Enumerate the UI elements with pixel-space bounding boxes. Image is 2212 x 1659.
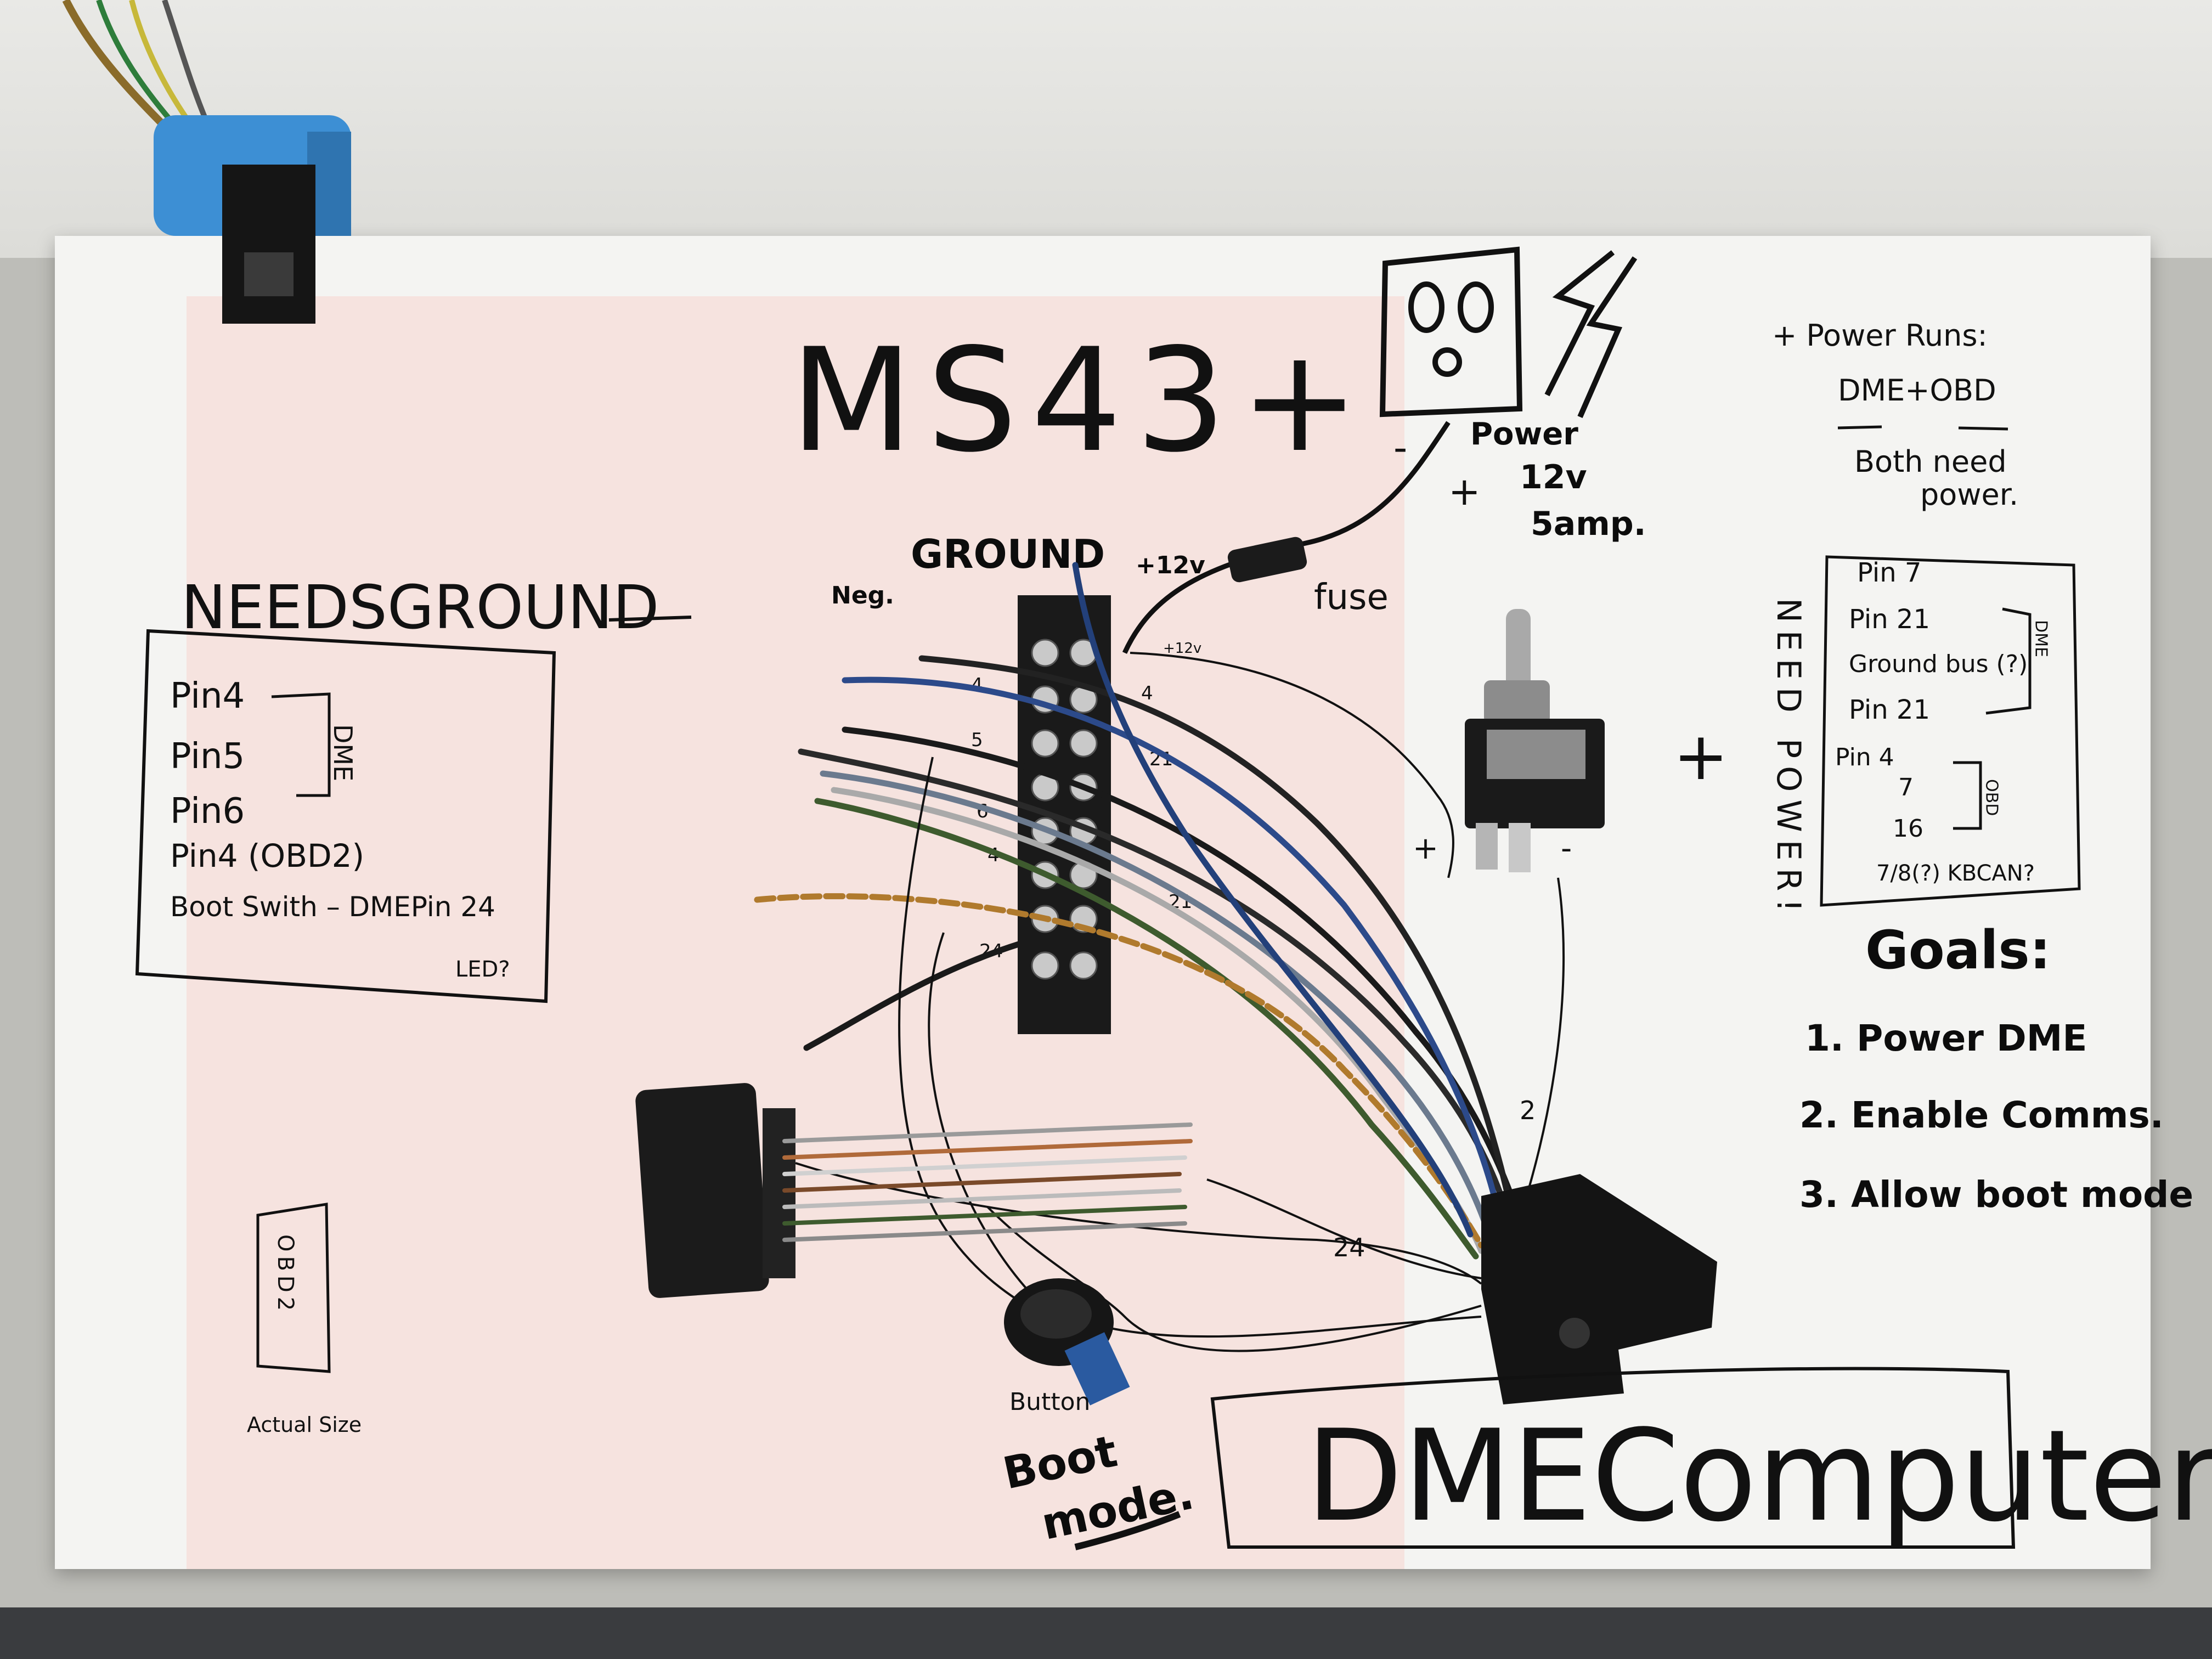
ground-item-3: Pin6 <box>170 791 245 832</box>
pink-paper-area <box>187 296 1404 1569</box>
toggle-switch <box>1465 609 1605 872</box>
wire-label-24: 24 <box>1333 1233 1365 1262</box>
boot-underline <box>1074 1511 1181 1550</box>
power-runs-underlines <box>1837 425 2008 431</box>
switch-plus: + <box>1413 831 1438 866</box>
thin-wires <box>795 652 1565 1352</box>
dme-computer-label: DMEComputer <box>1306 1403 2212 1550</box>
need-item-16: 16 <box>1893 815 1923 843</box>
need-power-vertical: NEED POWER! <box>1769 598 1808 919</box>
goal-2: 2. Enable Comms. <box>1799 1094 2164 1136</box>
need-dme-bracket <box>1985 607 2032 715</box>
blue-harness-connector <box>62 0 351 324</box>
switch-minus: - <box>1561 831 1572 866</box>
need-item-pin7: Pin 7 <box>1857 557 1921 588</box>
need-dme-label: DME <box>2032 620 2051 657</box>
need-item-ground-bus: Ground bus (?) <box>1849 650 2028 678</box>
obd-connector <box>635 1083 1193 1298</box>
goal-3: 3. Allow boot mode <box>1799 1173 2193 1216</box>
pin-right-4: 4 <box>1141 682 1153 704</box>
desk-surface <box>0 0 2212 258</box>
power-minus: - <box>1393 425 1407 470</box>
dme-computer-box <box>1210 1367 2016 1549</box>
ground-box <box>135 629 556 1003</box>
terminal-block <box>1018 595 1111 1034</box>
outlet-doodle <box>1379 246 1638 419</box>
floor-strip <box>0 1607 2212 1659</box>
ground-dme-bracket <box>271 692 331 797</box>
power-cord <box>1122 421 1451 654</box>
wire-label-2: 2 <box>1520 1096 1536 1125</box>
ground-item-4: Pin4 (OBD2) <box>170 837 364 874</box>
need-power-plus: + <box>1673 719 1729 795</box>
wire-bundle <box>754 562 1528 1260</box>
neg-label: Neg. <box>831 582 894 610</box>
power-spec-amps: 5amp. <box>1531 505 1646 543</box>
power-runs-line3: Both need <box>1854 444 2007 479</box>
boot-button <box>1004 1278 1130 1406</box>
need-obd-bracket <box>1953 761 1982 830</box>
ground-label: GROUND <box>911 531 1105 577</box>
led-note: LED? <box>455 957 510 982</box>
pin-left-5: 5 <box>971 729 983 751</box>
heading-dash <box>608 616 692 622</box>
obd2-label: OBD2 <box>273 1234 298 1315</box>
plus12-top: +12v <box>1136 551 1205 579</box>
button-label: Button <box>1009 1388 1090 1416</box>
power-runs-line1: + Power Runs: <box>1772 318 1988 353</box>
goal-1: 1. Power DME <box>1805 1017 2087 1059</box>
need-item-pin21b: Pin 21 <box>1849 695 1930 725</box>
power-plus: + <box>1448 469 1481 514</box>
power-runs-line4: power. <box>1920 477 2018 512</box>
need-item-pin4: Pin 4 <box>1835 743 1894 771</box>
title-ms43: MS43+ <box>790 318 1373 484</box>
obd2-outline <box>256 1203 331 1373</box>
goals-heading: Goals: <box>1865 919 2051 981</box>
needs-ground-heading: NEEDSGROUND <box>181 572 659 642</box>
ground-item-2: Pin5 <box>170 736 245 777</box>
need-item-kbcan: 7/8(?) KBCAN? <box>1876 861 2035 886</box>
fuse-label: fuse <box>1314 577 1389 618</box>
need-obd-label: OBD <box>1982 779 2001 816</box>
dme-connector <box>1481 1174 1717 1404</box>
power-label: Power <box>1470 416 1578 452</box>
power-runs-line2: DME+OBD <box>1838 373 1996 408</box>
ground-item-1: Pin4 <box>170 676 245 716</box>
need-item-7: 7 <box>1898 774 1914 802</box>
ground-dme-label: DME <box>328 724 358 781</box>
power-spec-voltage: 12v <box>1520 458 1587 496</box>
need-item-pin21a: Pin 21 <box>1849 604 1930 635</box>
need-power-box <box>1820 555 2081 907</box>
plus12-side: +12v <box>1163 640 1201 657</box>
actual-size-caption: Actual Size <box>247 1413 362 1437</box>
ground-item-5: Boot Swith – DMEPin 24 <box>170 891 495 923</box>
